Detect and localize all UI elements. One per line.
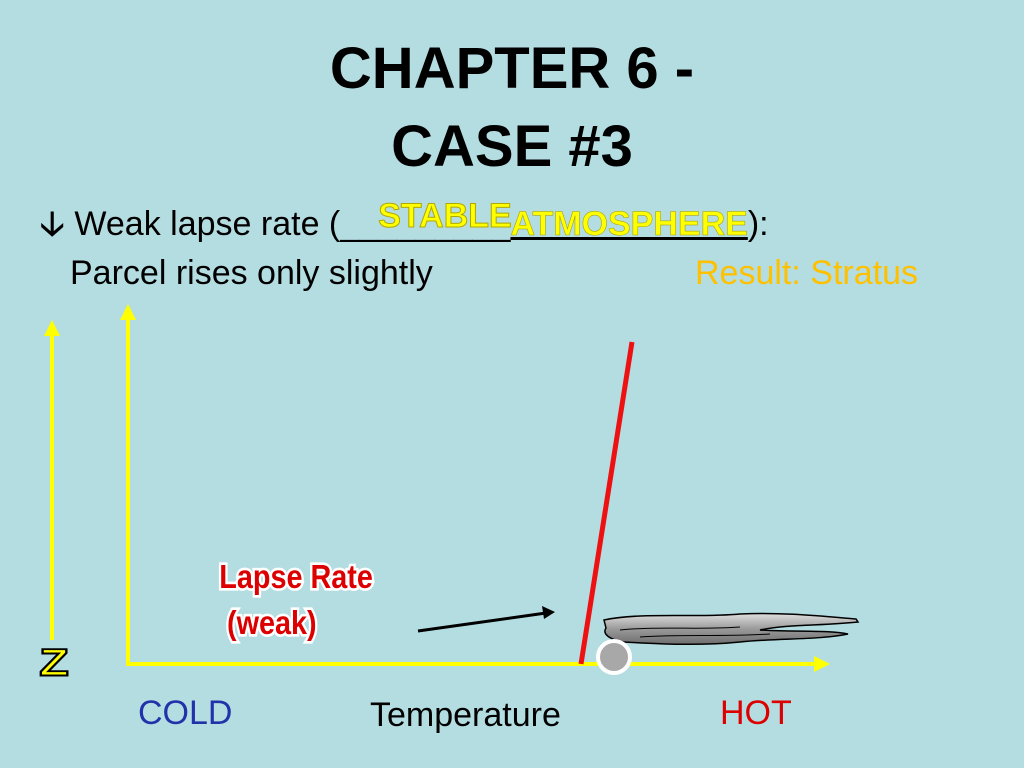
pointer-arrow-head (542, 606, 555, 619)
answer-atmosphere: ATMOSPHERE (510, 205, 748, 244)
answer-stable: STABLE (378, 197, 512, 236)
z-axis-label: Z (39, 642, 68, 684)
stratus-cloud-icon (603, 612, 860, 646)
statement-suffix: ): (747, 205, 769, 243)
temperature-label: Temperature (370, 696, 561, 734)
statement-prefix: Weak lapse rate ( (74, 205, 341, 243)
cold-label: COLD (138, 694, 233, 732)
lapse-rate-weak-label: (weak) (227, 604, 317, 642)
title-line-2: CASE #3 (391, 114, 633, 179)
parcel-circle (596, 639, 632, 675)
parcel-statement: Parcel rises only slightly (70, 254, 433, 292)
hot-label: HOT (720, 694, 792, 732)
lapse-rate-line (578, 341, 635, 665)
lapse-rate-label: Lapse Rate (219, 558, 373, 596)
down-arrow-icon: 🡣 (40, 205, 65, 243)
result-statement: Result: Stratus (695, 254, 918, 292)
pointer-arrow (417, 611, 547, 633)
answer-blank: _________STABLE (340, 197, 512, 244)
blank-underscore: _________ (340, 205, 511, 243)
title-line-1: CHAPTER 6 - (329, 36, 695, 101)
